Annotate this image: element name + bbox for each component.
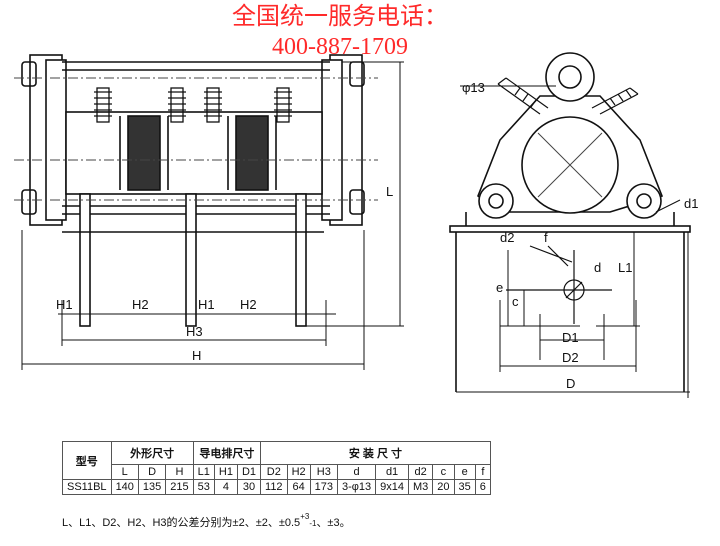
group-install: 安 装 尺 寸 bbox=[260, 441, 491, 465]
technical-drawing: L H1 H2 H1 H2 H3 H bbox=[14, 52, 698, 398]
value-cell: 30 bbox=[236, 479, 262, 495]
dim-e: e bbox=[496, 280, 503, 295]
note-prefix: L、L1、D2、H2、H3的公差分别为±2、±2、±0.5 bbox=[62, 517, 301, 529]
note-sup: +3 bbox=[300, 512, 310, 521]
column-header: D2 bbox=[260, 464, 288, 480]
dim-phi13: φ13 bbox=[462, 80, 485, 95]
model-header: 型号 bbox=[62, 441, 112, 480]
dim-D1: D1 bbox=[562, 330, 579, 345]
tolerance-note: L、L1、D2、H2、H3的公差分别为±2、±2、±0.5+3-1、±3。 bbox=[62, 512, 351, 530]
dim-D: D bbox=[566, 376, 575, 391]
group-outline: 外形尺寸 bbox=[110, 441, 194, 465]
note-sub: -1 bbox=[309, 519, 317, 528]
value-cell: M3 bbox=[407, 479, 434, 495]
side-dim-labels: φ13 d1 d2 f d e c L1 D1 D2 D bbox=[462, 80, 698, 391]
dim-H2-right: H2 bbox=[240, 297, 257, 312]
column-header: H2 bbox=[286, 464, 311, 480]
column-header: H1 bbox=[213, 464, 238, 480]
model-cell: SS11BL bbox=[62, 479, 112, 495]
column-header: L bbox=[110, 464, 139, 480]
column-header: c bbox=[432, 464, 455, 480]
column-header: H bbox=[165, 464, 194, 480]
dim-f: f bbox=[544, 230, 548, 245]
dim-H3: H3 bbox=[186, 324, 203, 339]
dim-H1-left: H1 bbox=[56, 297, 73, 312]
dim-H: H bbox=[192, 348, 201, 363]
side-view bbox=[449, 52, 691, 398]
column-header: H3 bbox=[309, 464, 338, 480]
dim-d: d bbox=[594, 260, 601, 275]
value-cell: 112 bbox=[260, 479, 288, 495]
dim-H2-left: H2 bbox=[132, 297, 149, 312]
dim-L1: L1 bbox=[618, 260, 632, 275]
column-header: e bbox=[453, 464, 476, 480]
hotline-title: 全国统一服务电话： bbox=[232, 4, 448, 30]
value-cell: 64 bbox=[286, 479, 311, 495]
value-cell: 3-φ13 bbox=[336, 479, 377, 495]
value-cell: 140 bbox=[110, 479, 139, 495]
group-busbar: 导电排尺寸 bbox=[192, 441, 262, 465]
column-header: d bbox=[336, 464, 377, 480]
dim-H1-mid: H1 bbox=[198, 297, 215, 312]
dim-D2: D2 bbox=[562, 350, 579, 365]
value-cell: 4 bbox=[213, 479, 238, 495]
dim-c: c bbox=[512, 294, 519, 309]
value-cell: 173 bbox=[309, 479, 338, 495]
value-cell: 135 bbox=[137, 479, 167, 495]
front-view bbox=[14, 54, 404, 370]
column-header: D1 bbox=[236, 464, 262, 480]
value-cell: 9x14 bbox=[375, 479, 409, 495]
front-dim-labels: L H1 H2 H1 H2 H3 H bbox=[56, 184, 393, 363]
value-cell: 35 bbox=[453, 479, 476, 495]
value-cell: 215 bbox=[165, 479, 194, 495]
dim-d2: d2 bbox=[500, 230, 514, 245]
table-group-header: 型号 外形尺寸 导电排尺寸 安 装 尺 寸 bbox=[62, 441, 491, 480]
dim-d1: d1 bbox=[684, 196, 698, 211]
column-header: d2 bbox=[407, 464, 434, 480]
column-header: f bbox=[474, 464, 491, 480]
note-suffix: 、±3。 bbox=[316, 517, 351, 529]
dim-L: L bbox=[386, 184, 393, 199]
service-hotline: 全国统一服务电话： 400-887-1709 bbox=[0, 2, 720, 62]
column-header: L1 bbox=[192, 464, 215, 480]
value-cell: 6 bbox=[474, 479, 491, 495]
column-header: d1 bbox=[375, 464, 409, 480]
value-cell: 53 bbox=[192, 479, 215, 495]
column-header: D bbox=[137, 464, 167, 480]
value-cell: 20 bbox=[432, 479, 455, 495]
